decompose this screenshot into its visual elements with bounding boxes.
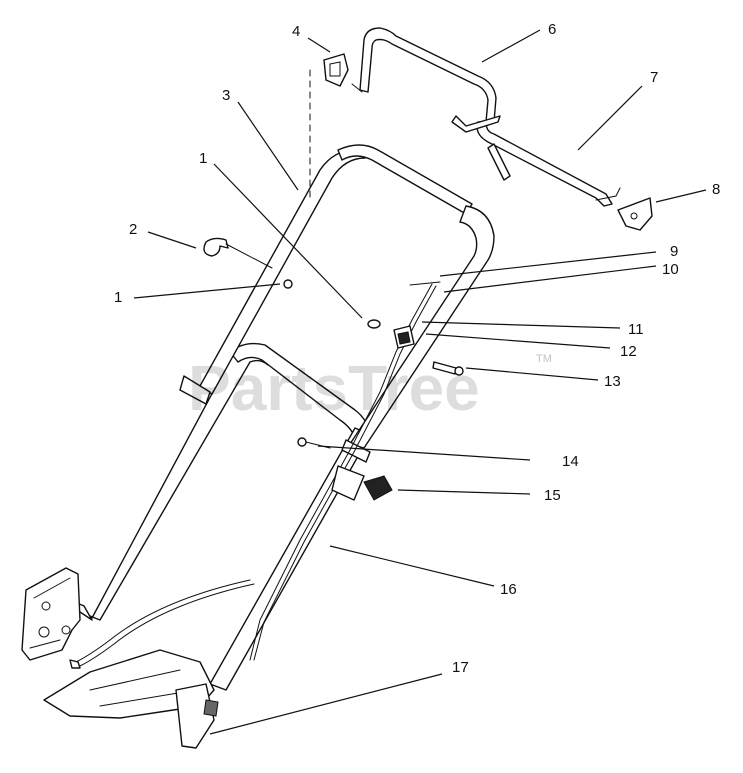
callout-1-upper: 1: [199, 150, 207, 167]
bail-bar-part-6: [359, 27, 613, 207]
callout-2: 2: [129, 221, 137, 238]
mower-deck-part-17: [43, 649, 219, 749]
control-cable: [69, 281, 441, 669]
callout-7: 7: [650, 69, 658, 86]
pivot-bracket-part-8: [617, 197, 653, 231]
callout-6: 6: [548, 21, 556, 38]
callout-1-lower: 1: [114, 289, 122, 306]
watermark-text: PartsTree: [188, 352, 480, 424]
callout-12: 12: [620, 343, 637, 360]
bolt-part-13: [432, 361, 464, 376]
washer-part-11: [367, 319, 381, 329]
callout-16: 16: [500, 581, 517, 598]
callout-4: 4: [292, 23, 300, 40]
leader-lines: [133, 29, 707, 735]
upper-handle: [179, 144, 495, 463]
cable-clip-part-2: [203, 237, 293, 289]
handle-knob-part-15: [331, 465, 393, 501]
callout-17: 17: [452, 659, 469, 676]
cable-link-part-7: [595, 187, 621, 201]
callout-15: 15: [544, 487, 561, 504]
callout-labels: 1 1 2 3 4 6 7 8 9 10 11 12 13 14 15 16 1…: [114, 21, 720, 676]
callout-11: 11: [628, 321, 644, 338]
cable-lock-part-12: [393, 325, 415, 349]
callout-10: 10: [662, 261, 679, 278]
callout-3: 3: [222, 87, 230, 104]
watermark-trademark: TM: [536, 353, 552, 365]
watermark: PartsTree TM: [188, 352, 552, 424]
callout-9: 9: [670, 243, 678, 260]
callout-8: 8: [712, 181, 720, 198]
callout-14: 14: [562, 453, 579, 470]
callout-13: 13: [604, 373, 621, 390]
